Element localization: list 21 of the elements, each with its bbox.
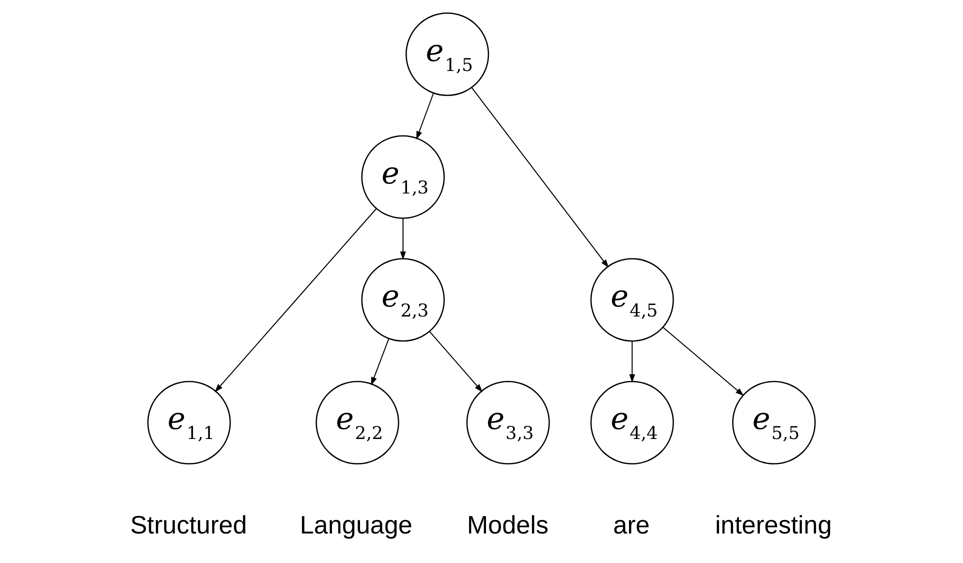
arrow: [400, 218, 406, 260]
node-circle: e$_{3,3}$: [466, 380, 550, 464]
arrow: [214, 208, 377, 392]
arrow: [471, 88, 609, 268]
arrow: [662, 326, 744, 396]
node-label: interesting: [715, 511, 832, 540]
node-circle: e$_{4,4}$: [590, 380, 674, 464]
node-label: Models: [466, 511, 549, 540]
node-label: Structured: [130, 511, 247, 540]
node-circle: e$_{1,5}$: [406, 12, 490, 96]
node-circle: e$_{1,1}$: [147, 380, 231, 464]
node-circle: e$_{1,3}$: [361, 135, 445, 219]
arrow: [429, 331, 483, 392]
node-label: are: [613, 511, 650, 540]
node-label: Language: [300, 511, 412, 540]
node-circle: e$_{2,2}$: [316, 380, 400, 464]
node-circle: e$_{5,5}$: [732, 380, 816, 464]
arrow: [629, 341, 636, 383]
arrow: [371, 338, 390, 386]
arrow: [416, 93, 434, 140]
node-circle: e$_{2,3}$: [361, 258, 445, 342]
